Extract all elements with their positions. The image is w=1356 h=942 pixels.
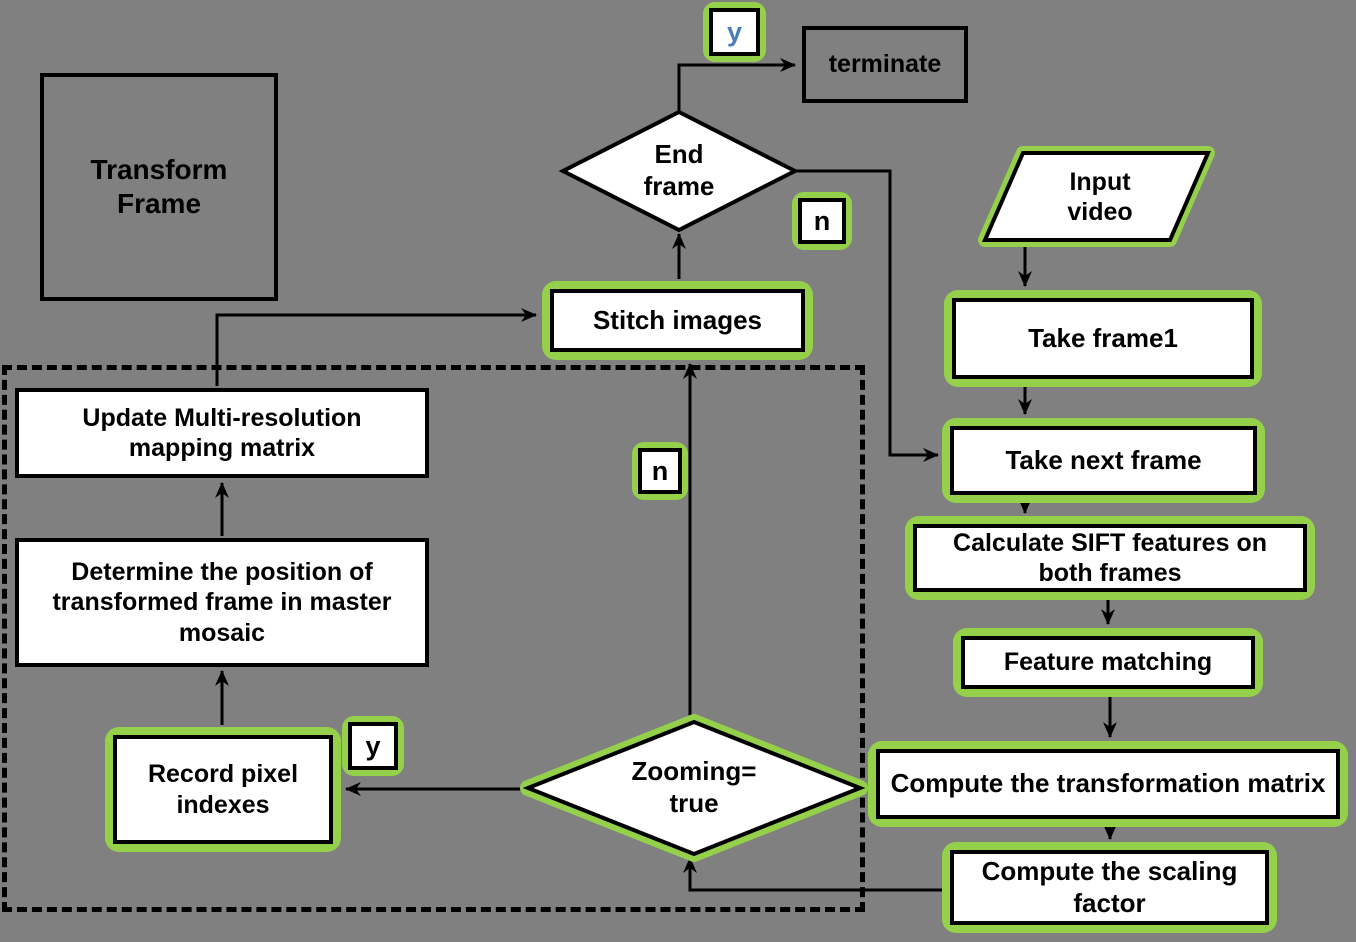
node-stitch-images: Stitch images [542,281,813,360]
zooming-label-line2: true [669,788,719,818]
zooming-text: Zooming= true [594,749,794,827]
node-record-pixel-indexes: Record pixel indexes [105,727,341,852]
compute-transformation-label: Compute the transformation matrix [876,749,1340,819]
feature-matching-label: Feature matching [961,636,1255,689]
connector-endframe-no-takenextframe [795,169,939,462]
node-compute-scaling: Compute the scaling factor [942,842,1277,933]
connector-updatemapping-stitchimages [215,308,537,386]
node-calculate-sift: Calculate SIFT features on both frames [905,516,1315,600]
node-take-next-frame: Take next frame [942,418,1265,503]
take-frame1-label: Take frame1 [952,298,1254,379]
transform-frame-label-line2: Frame [116,188,202,219]
zooming-no-label: n [638,448,682,494]
end-frame-yes-label: y [709,8,760,56]
node-update-mapping-matrix: Update Multi-resolution mapping matrix [15,388,429,478]
end-frame-text: End frame [599,131,759,211]
node-take-frame1: Take frame1 [944,290,1262,387]
calculate-sift-label-line2: both frames [1038,559,1182,587]
end-frame-label-line2: frame [643,171,715,201]
end-frame-no-label: n [798,198,846,244]
calculate-sift-label: Calculate SIFT features on both frames [913,524,1307,592]
end-frame-yes-label-box: y [703,2,766,62]
stitch-images-label: Stitch images [550,289,805,352]
end-frame-diamond-shape [558,109,800,233]
zooming-yes-label-box: y [342,716,404,776]
update-mapping-label-line1: Update Multi-resolution [82,403,362,432]
take-next-frame-label: Take next frame [950,426,1257,495]
input-video-shape [981,151,1212,242]
zooming-label-line1: Zooming= [631,756,757,787]
node-feature-matching: Feature matching [953,628,1263,697]
compute-scaling-label: Compute the scaling factor [950,850,1269,925]
input-video-label-line1: Input [1069,167,1131,196]
node-transform-frame: Transform Frame [40,73,278,301]
node-compute-transformation: Compute the transformation matrix [868,741,1348,827]
compute-scaling-label-line1: Compute the scaling [981,855,1238,886]
determine-position-label-line3: mosaic [178,618,266,647]
compute-scaling-label-line2: factor [1073,887,1146,918]
transform-frame-label-line1: Transform [90,153,228,185]
determine-position-label-line2: transformed frame in master [52,588,392,617]
update-mapping-label-line2: mapping matrix [128,434,316,462]
zooming-diamond-shape [522,719,866,857]
input-video-text: Input video [1007,158,1193,236]
node-terminate: terminate [802,26,968,103]
dashed-group-box [2,365,865,912]
end-frame-no-label-box: n [792,192,852,250]
connector-computescaling-zooming [683,857,942,892]
zooming-yes-label: y [348,722,398,770]
terminate-label: terminate [828,50,942,79]
calculate-sift-label-line1: Calculate SIFT features on [953,528,1267,557]
record-pixel-label: Record pixel indexes [113,735,333,844]
node-determine-position: Determine the position of transformed fr… [15,538,429,667]
end-frame-label-line1: End [654,139,704,170]
zooming-no-label-box: n [632,442,688,500]
connector-endframe-yes-terminate [677,58,796,112]
determine-position-label-line1: Determine the position of [71,557,373,586]
record-pixel-label-line1: Record pixel [147,760,299,788]
record-pixel-label-line2: indexes [176,790,270,819]
input-video-label-line2: video [1067,198,1133,226]
